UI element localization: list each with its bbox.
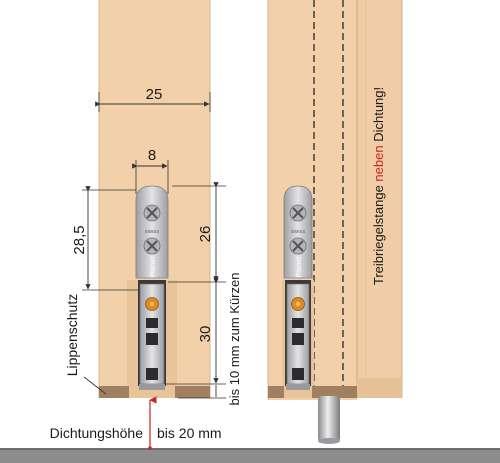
right-frame-base — [357, 378, 402, 398]
shorten-label: bis 10 mm zum Kürzen — [227, 273, 242, 406]
lip-protection-callout: Lippenschutz — [64, 294, 107, 395]
dim-rail-width: 8 — [132, 147, 169, 194]
left-seal-slot-2 — [146, 333, 158, 345]
dim-rail-width-label: 8 — [148, 147, 156, 164]
left-lip-protection-right — [175, 386, 210, 398]
right-plate-text-brand: Planet — [296, 256, 303, 278]
floor — [0, 448, 500, 463]
rod-note: Treibriegelstange neben Dichtung! — [371, 87, 386, 285]
dim-seal-height-label: 30 — [197, 326, 214, 343]
dim-door-width: 25 — [95, 86, 211, 112]
left-door-view: SWISS Planet 25 8 — [64, 0, 242, 405]
right-door-view: SWISS Planet Treibriegelstange neben Dic… — [267, 0, 403, 444]
right-lip-protection-right — [312, 386, 357, 398]
left-screw-top-cross — [146, 207, 158, 219]
left-lip-protection-left — [99, 386, 129, 398]
right-lip-protection-left — [268, 386, 284, 398]
right-plate-text-top: SWISS — [291, 229, 306, 234]
dim-door-width-label: 25 — [146, 86, 163, 103]
left-seal-slot-3 — [146, 368, 158, 380]
dim-plate-height-label: 26 — [197, 226, 214, 243]
left-mounting-plate — [135, 185, 169, 279]
dim-mount-height-label: 28,5 — [71, 225, 88, 254]
lip-protection-label: Lippenschutz — [64, 294, 80, 377]
right-frame-leaf — [357, 0, 402, 398]
right-seal-lip — [286, 384, 310, 390]
left-seal-lip — [139, 384, 165, 390]
seal-height-label: Dichtungshöhe — [50, 425, 144, 441]
left-seal-pin-2 — [149, 359, 155, 365]
dim-right-verticals: 26 30 bis 10 mm zum Kürzen — [166, 182, 242, 406]
rod-note-part2: Dichtung! — [371, 87, 386, 146]
left-screw-bottom-cross — [146, 240, 158, 252]
rod-note-part1: Treibriegelstange — [371, 182, 386, 286]
left-seal-pin-1 — [149, 349, 155, 355]
espagnolette-rod — [318, 396, 340, 442]
seal-height-value: bis 20 mm — [157, 425, 222, 441]
dim-mount-height: 28,5 — [71, 186, 138, 291]
left-plate-text-brand: Planet — [150, 256, 157, 278]
left-seal-slot-1 — [146, 318, 158, 328]
left-release-button-center — [149, 301, 155, 307]
rod-note-highlight: neben — [371, 145, 386, 181]
left-plate-text-top: SWISS — [145, 229, 160, 234]
